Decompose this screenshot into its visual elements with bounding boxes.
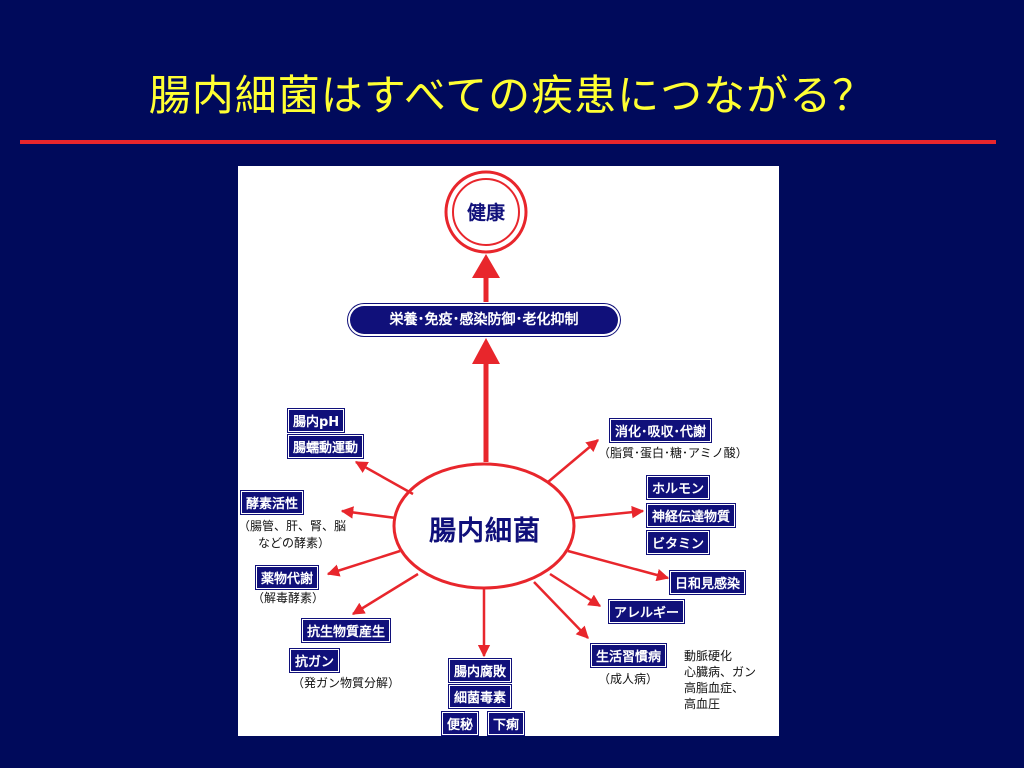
arrow-to-antibiotic [351,572,419,616]
arrow-to-digestion [547,439,599,483]
label-digestion: 消化･吸収･代謝 [608,418,713,443]
arrow-to-ph [354,460,414,496]
label-constipation: 便秘 [440,711,480,736]
arrow-to-drug [326,549,401,577]
label-vitamin: ビタミン [645,530,711,555]
label-intestinal-ph: 腸内pH [286,408,346,433]
arrow-banner-to-health-head [472,254,500,278]
label-intestinal-motility: 腸蠕動運動 [286,434,365,459]
arrow-to-hormone [573,505,645,520]
health-inner-circle [452,178,520,246]
disease-arteriosclerosis: 動脈硬化 [684,649,733,663]
label-enzyme-activity: 酵素活性 [239,490,305,515]
label-diarrhea: 下痢 [486,711,526,736]
disease-heart-cancer: 心臓病、ガン [684,665,757,679]
arrow-to-allergy [549,572,602,608]
label-lifestyle-disease: 生活習慣病 [589,643,668,668]
diagram-figure: 健康 栄養･免疫･感染防御･老化抑制 腸内細菌 腸内pH 腸蠕動運動 酵素活性 … [238,166,779,736]
diagram-graphics [326,170,670,658]
label-bacterial-toxin: 細菌毒素 [447,684,513,709]
health-label: 健康 [466,202,505,224]
label-putrefaction: 腸内腐敗 [447,658,513,683]
label-anticancer: 抗ガン [288,648,341,673]
note-drug: （解毒酵素） [252,591,325,605]
arrow-center-to-banner-head [472,338,500,364]
label-allergy: アレルギー [607,599,686,624]
benefits-banner: 栄養･免疫･感染防御･老化抑制 [350,306,618,334]
health-outer-circle [444,170,528,254]
label-hormone: ホルモン [645,475,711,500]
note-enzyme-1: （腸管、肝、腎、脳 [238,519,347,533]
label-opportunistic-infection: 日和見感染 [668,570,747,595]
arrow-to-enzyme [340,506,397,520]
arrow-to-infection [567,549,670,582]
note-enzyme-2: などの酵素） [258,536,331,550]
slide-title: 腸内細菌はすべての疾患につながる？ [148,71,876,120]
title-divider [20,140,996,144]
arrow-to-lifestyle [533,581,589,639]
note-lifestyle: （成人病） [598,672,659,686]
label-neurotransmitter: 神経伝達物質 [645,503,737,528]
note-digestion: （脂質･蛋白･糖･アミノ酸） [598,446,748,460]
label-antibiotic-production: 抗生物質産生 [300,618,392,643]
note-anticancer: （発ガン物質分解） [292,676,401,690]
label-drug-metabolism: 薬物代謝 [254,565,320,590]
center-label: 腸内細菌 [429,516,541,547]
disease-hypertension: 高血圧 [684,697,721,711]
disease-hyperlipidemia: 高脂血症、 [684,681,745,695]
